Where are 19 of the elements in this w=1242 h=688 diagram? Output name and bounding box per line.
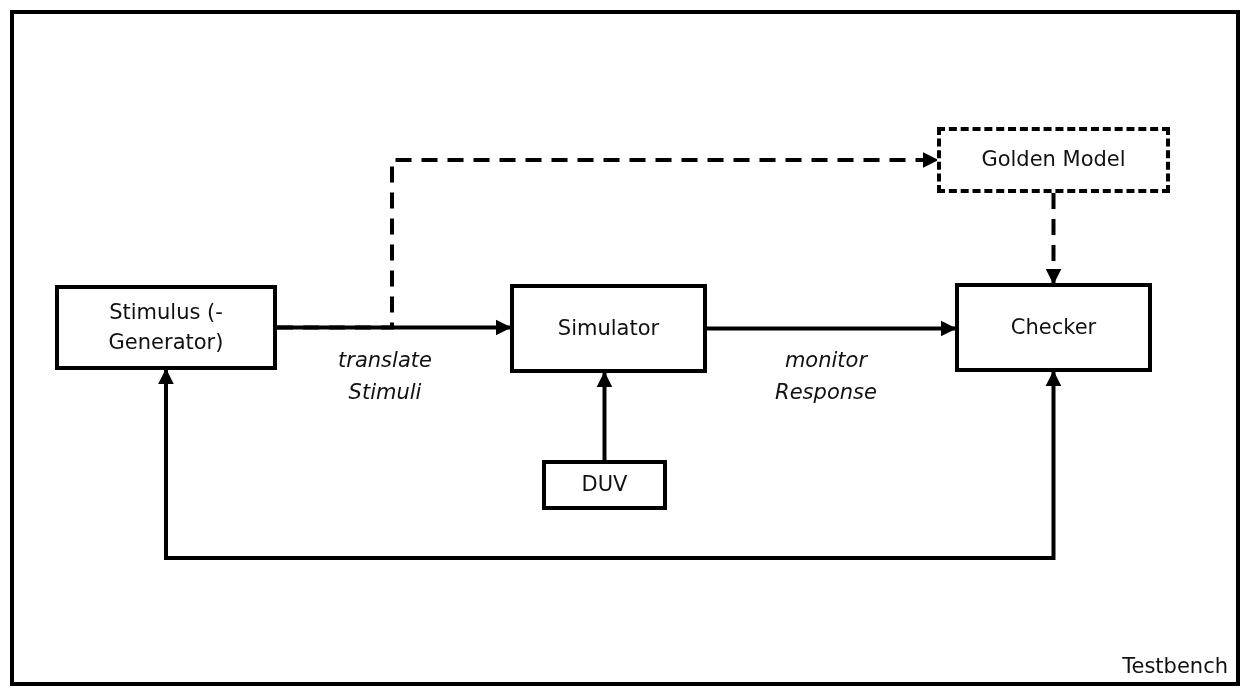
box-label: Simulator bbox=[557, 314, 660, 342]
process-box bbox=[955, 283, 1152, 372]
frame-label: Testbench bbox=[1122, 654, 1228, 678]
box-label: Golden Model bbox=[981, 146, 1126, 174]
dashed-arrow bbox=[1045, 193, 1062, 285]
box-label: Checker bbox=[1010, 313, 1097, 341]
edge-label: translate Stimuli bbox=[337, 347, 433, 406]
arrow bbox=[707, 320, 957, 337]
testbench-frame bbox=[10, 10, 1240, 686]
arrow bbox=[158, 368, 1062, 560]
process-box bbox=[55, 285, 277, 370]
process-box bbox=[542, 460, 667, 510]
process-box bbox=[510, 284, 707, 373]
box-label: Stimulus (-Generator) bbox=[107, 299, 225, 356]
process-box bbox=[937, 127, 1170, 193]
box-label: DUV bbox=[581, 471, 628, 499]
dashed-arrow bbox=[277, 152, 939, 330]
edge-label: monitor Response bbox=[774, 347, 878, 406]
arrow bbox=[596, 371, 613, 460]
